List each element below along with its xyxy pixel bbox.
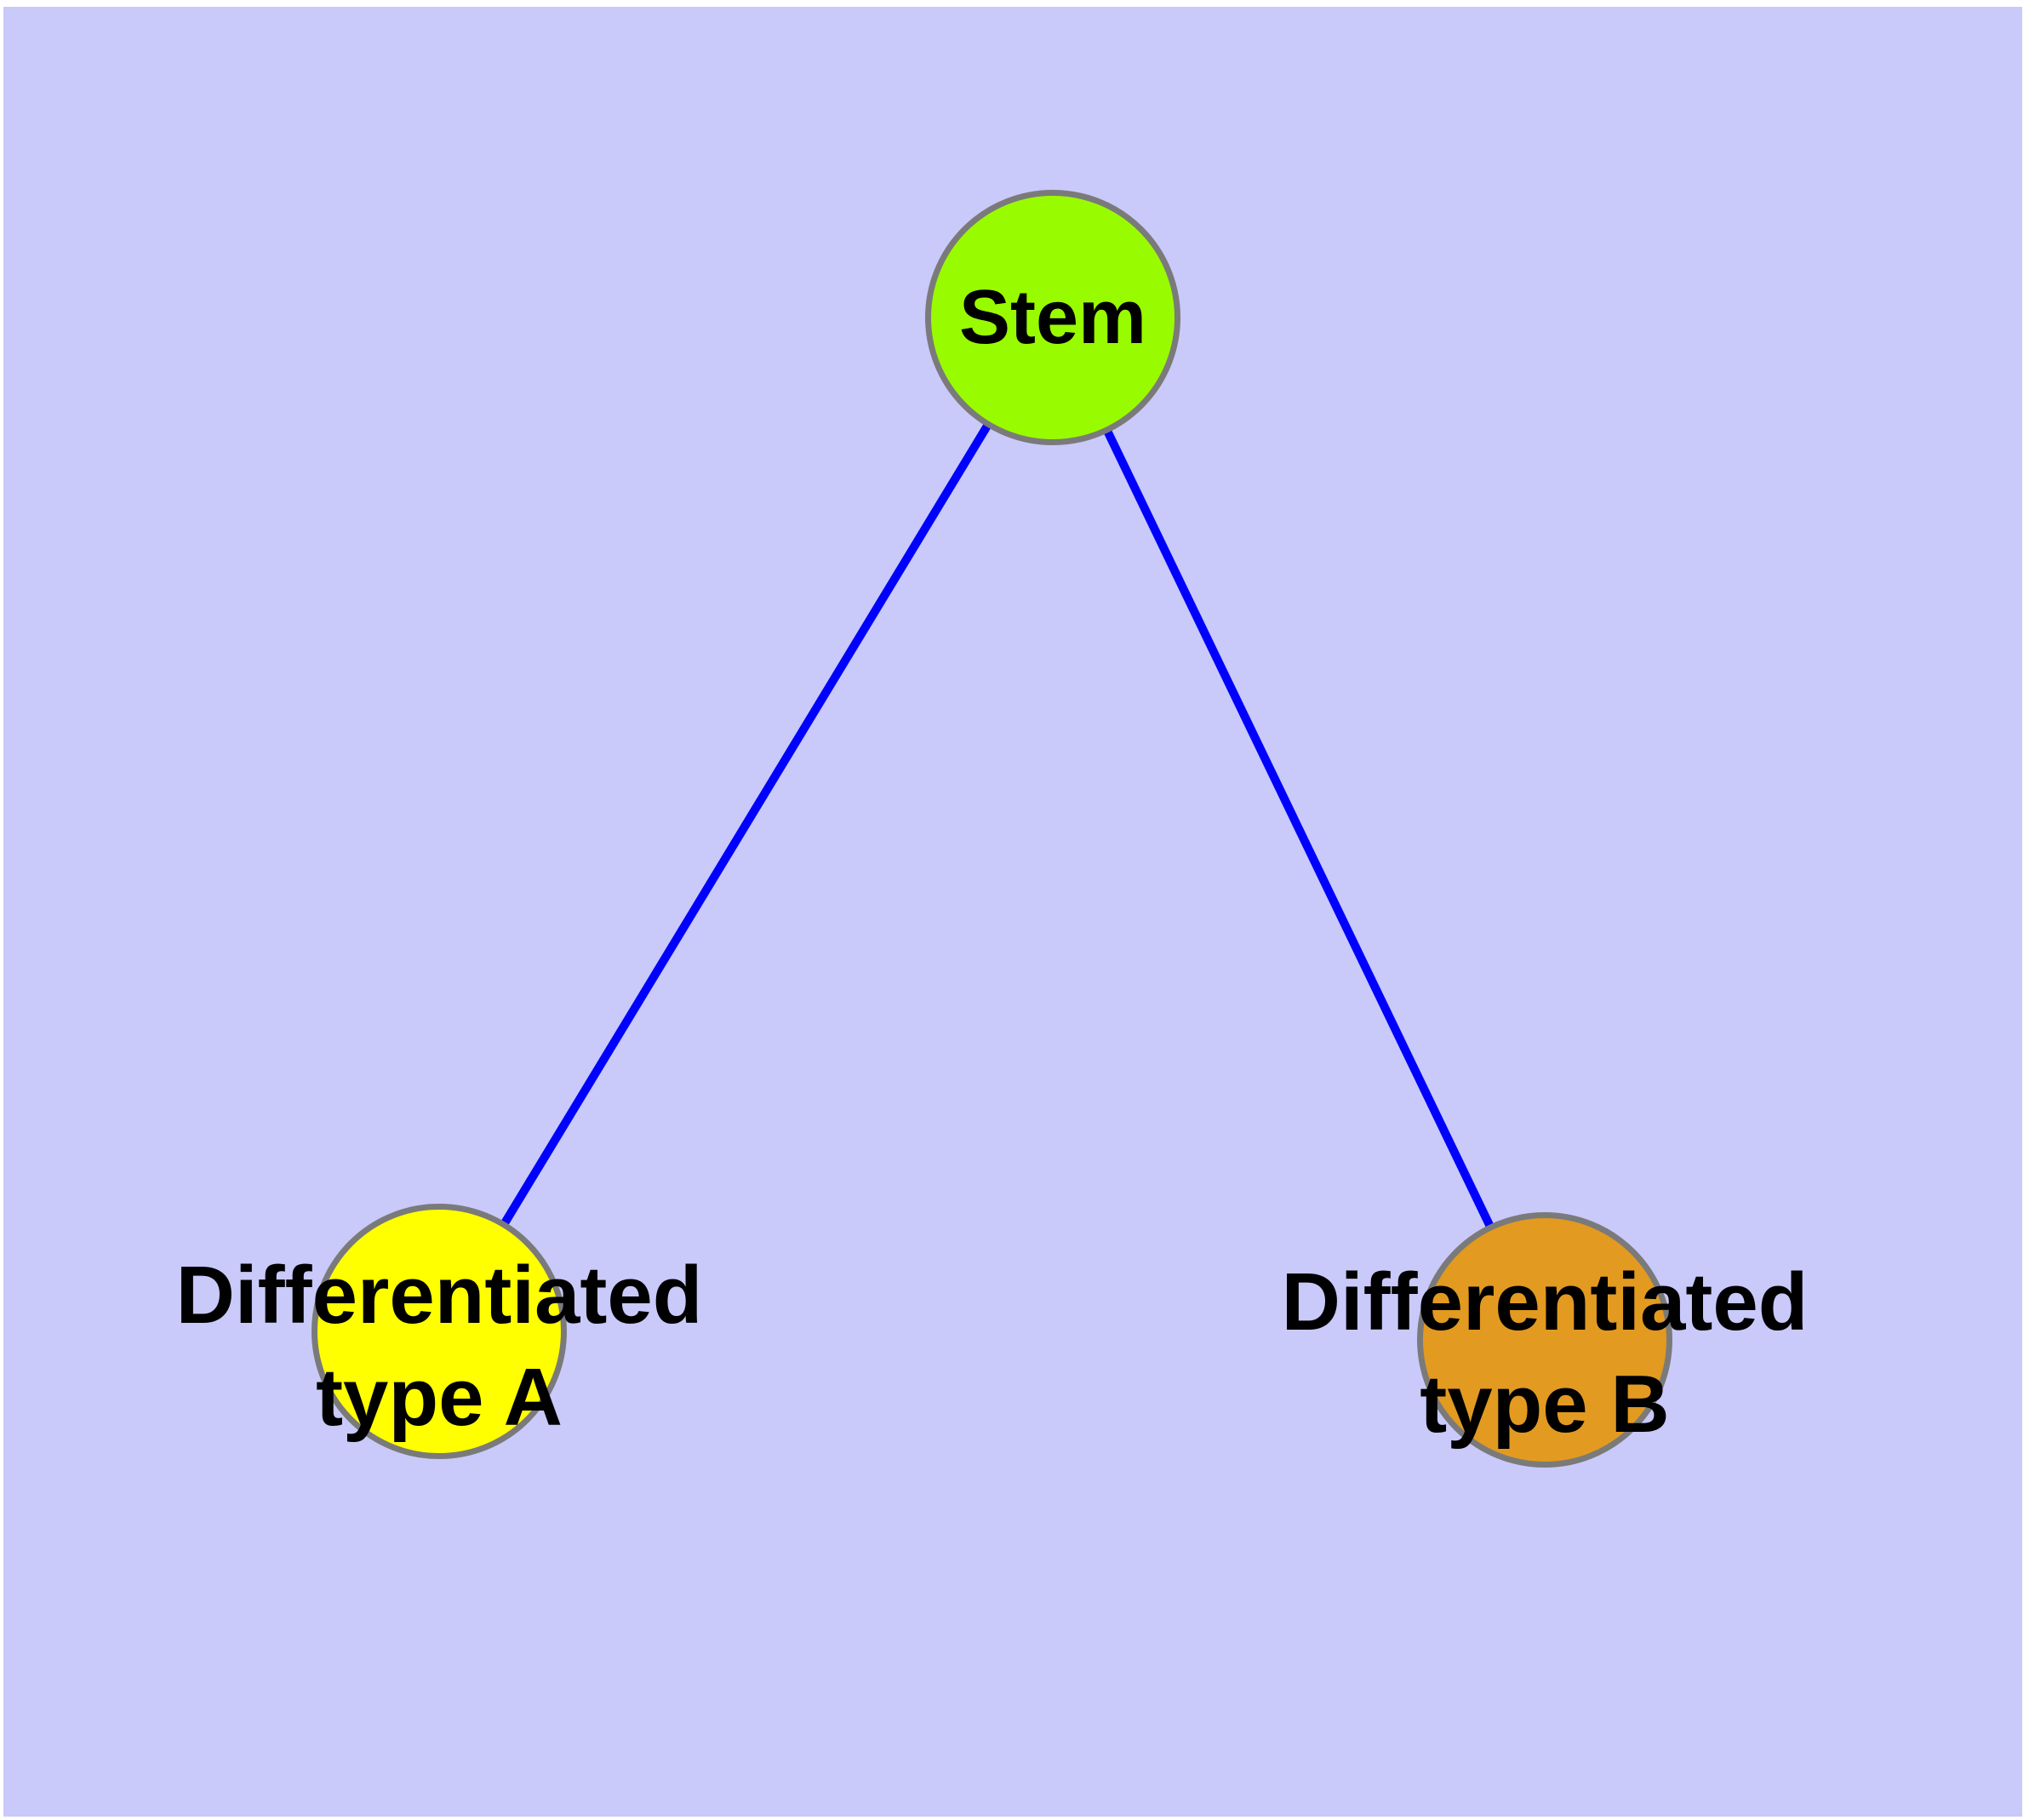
edge-stem-to-type-b <box>1049 315 1549 1342</box>
edge-stem-to-type-a <box>435 315 1057 1334</box>
type-b-label-line1: Differentiated <box>1281 1256 1809 1348</box>
type-a-label-line1: Differentiated <box>175 1250 703 1341</box>
node-differentiated-type-b <box>1417 1212 1672 1468</box>
type-a-label-line2: type A <box>316 1352 563 1443</box>
node-differentiated-type-a <box>311 1204 567 1459</box>
node-stem: Stem <box>925 190 1180 445</box>
node-differentiated-type-b-label: Differentiated type B <box>1282 1251 1809 1456</box>
type-b-label-line2: type B <box>1420 1359 1670 1450</box>
node-stem-label: Stem <box>958 274 1147 360</box>
node-differentiated-type-a-label: Differentiated type A <box>176 1245 703 1449</box>
